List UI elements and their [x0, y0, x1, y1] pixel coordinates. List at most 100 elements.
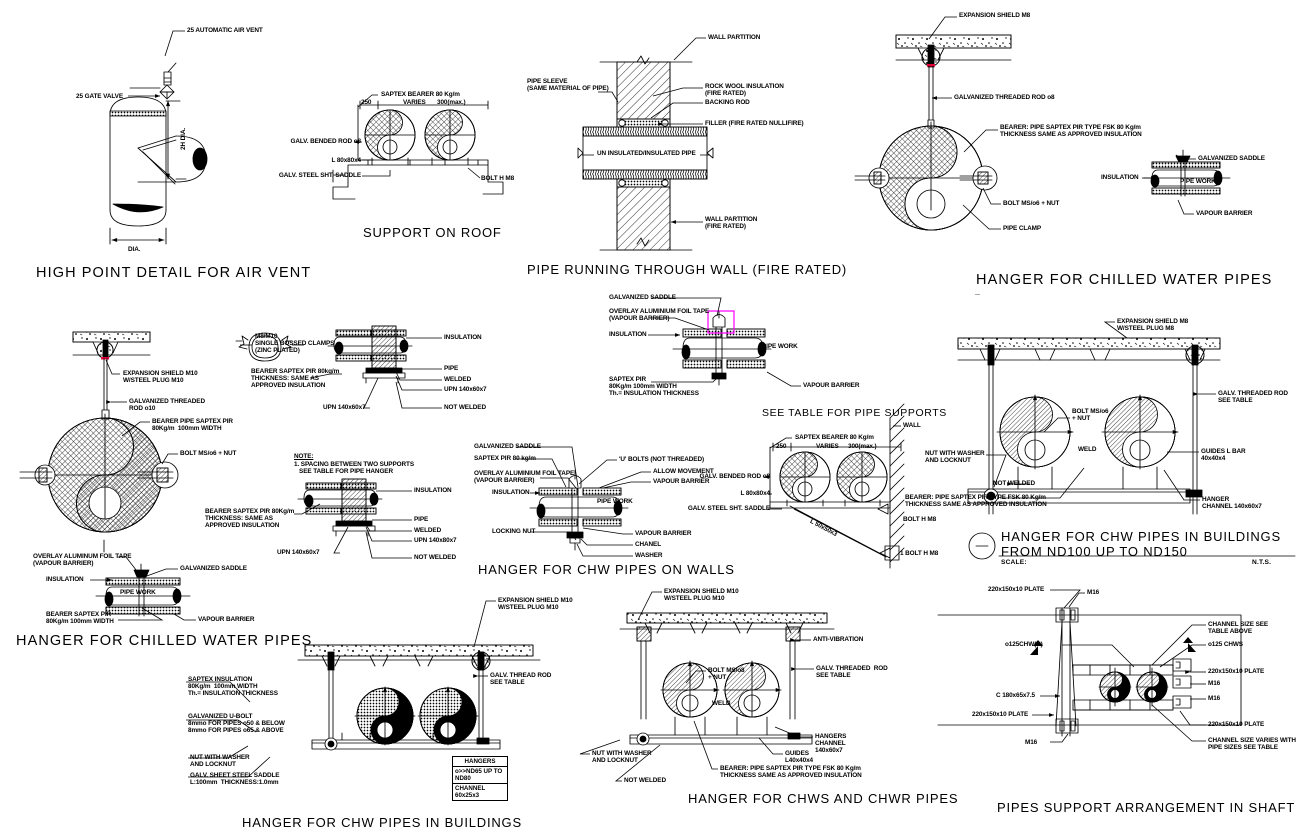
label-rock-wool-insulation: ROCK WOOL INSULATION (FIRE RATED) [705, 83, 784, 98]
label-vapour-barrier-walls-top: VAPOUR BARRIER [653, 478, 710, 485]
label-upn-140x80x7-lower: UPN 140x80x7 [414, 537, 457, 544]
label-m16-bl: M16 [1025, 739, 1038, 746]
detail-high-point-air-vent [109, 62, 208, 245]
label-saptex-bearer-wall: SAPTEX BEARER 80 Kg/m [795, 434, 874, 441]
title-hanger-chilled-water-left: HANGER FOR CHILLED WATER PIPES [16, 633, 313, 649]
label-bearer-pipe-saptex-top: BEARER: PIPE SAPTEX PIR TYPE FSK 80 Kg/m… [1000, 124, 1142, 139]
label-filler-nullifire: FILLER (FIRE RATED NULLIFIRE) [705, 120, 804, 127]
label-vapour-barrier-left: VAPOUR BARRIER [198, 616, 255, 623]
label-dim-250-wall: 250 [776, 443, 787, 450]
label-bearer-saptex-upper: BEARER SAPTEX PIR 80kg/m THICKNESS: SAME… [251, 368, 340, 390]
label-plate-220x150x10-r1: 220x150x10 PLATE [1208, 668, 1265, 675]
label-2h-dia: 2H DIA. [180, 127, 187, 150]
label-not-welded-nd: NOT WELDED [993, 480, 1035, 487]
label-channel-size-see-table-above: CHANNEL SIZE SEE TABLE ABOVE [1208, 621, 1269, 636]
label-angle-80x80x4-wall: L 80x80x4 [740, 490, 770, 497]
label-pipe-work-left: PIPE WORK [120, 589, 156, 596]
label-insulation-left: INSULATION [46, 576, 84, 583]
label-c180x65x7-5: C 180x65x7.5 [996, 692, 1035, 699]
label-guides-l-bar-nd: GUIDES L BAR 40x40x4 [1201, 448, 1246, 463]
label-gate-valve: 25 GATE VALVE [76, 93, 123, 100]
label-welded-upn-upper: WELDED [444, 376, 472, 383]
label-scale: SCALE: [1001, 559, 1027, 566]
detail-hanger-chw-nd100-nd150 [957, 337, 1296, 560]
detail-hanger-chilled-water-top [854, 34, 1231, 231]
label-galvanized-saddle-top: GALVANIZED SADDLE [1198, 155, 1265, 162]
label-saptex-bearer-roof: SAPTEX BEARER 80 Kg/m [381, 91, 460, 98]
label-pipe-work-top: PIPE WORK [1180, 178, 1216, 185]
title-hanger-chw-buildings-bottom: HANGER FOR CHW PIPES IN BUILDINGS [242, 815, 522, 830]
label-anti-vibration: ANTI-VIBRATION [813, 636, 864, 643]
label-dim-300max-roof: 300(max.) [437, 99, 466, 106]
label-bearer-pipe-saptex-left: BEARER PIPE SAPTEX PIR 80Kg/m 100mm WIDT… [152, 418, 233, 433]
detail-hanger-chw-buildings-bottom [297, 644, 541, 751]
label-m16-r1: M16 [1208, 680, 1221, 687]
label-backing-rod: BACKING ROD [705, 99, 750, 106]
label-automatic-air-vent: 25 AUTOMATIC AIR VENT [187, 27, 263, 34]
label-galvanized-saddle-left: GALVANIZED SADDLE [180, 565, 247, 572]
label-bolt-ms-o6-nut-top: BOLT MS/o6 + NUT [1003, 200, 1060, 207]
label-galvanized-u-bolt: GALVANIZED U-BOLT 8mmo FOR PIPES o50 & B… [188, 713, 285, 735]
label-washer: WASHER [635, 552, 663, 559]
label-vapour-barrier-top: VAPOUR BARRIER [1196, 210, 1253, 217]
label-upn-140x60x7-upper-right: UPN 140x60x7 [444, 386, 487, 393]
label-note-heading: NOTE: [294, 453, 314, 460]
label-locking-nut: LOCKING NUT [492, 528, 536, 535]
hangers-table-row-size: o>>ND65 UP TO ND80 [453, 767, 507, 784]
detail-upn-clamp-lower [297, 478, 383, 537]
title-hanger-chws-chwr: HANGER FOR CHWS AND CHWR PIPES [688, 791, 959, 806]
label-dim-varies-roof: VARIES [403, 99, 426, 106]
label-nts-value: N.T.S. [1252, 559, 1272, 566]
label-expansion-shield-m10-chws: EXPANSION SHIELD M10 W/STEEL PLUG M10 [664, 588, 739, 603]
detail-wall-bracket-support [769, 403, 905, 569]
label-bearer-saptex-pir-left: BEARER SAPTEX PIR 80Kg/m 100mm WIDTH [46, 611, 114, 626]
label-wall: WALL [903, 422, 921, 429]
label-expansion-shield-m8: EXPANSION SHIELD M8 [959, 12, 1031, 19]
label-single-bossed-clamps: M8/M10 SINGLE BOSSED CLAMPS (ZINC PLATED… [255, 333, 335, 355]
hangers-table-bottom: HANGERS o>>ND65 UP TO ND80 CHANNEL 60x25… [452, 756, 508, 801]
title-hanger-chw-on-walls: HANGER FOR CHW PIPES ON WALLS [478, 562, 735, 577]
label-bearer-pipe-saptex-nd: BEARER: PIPE SAPTEX PIR TYPE FSK 80 Kg/m… [905, 494, 1047, 509]
label-dim-250-roof: 250 [361, 99, 372, 106]
label-not-welded-upper: NOT WELDED [444, 404, 486, 411]
label-dim-300max-wall: 300(max.) [848, 443, 877, 450]
title-pipes-support-shaft: PIPES SUPPORT ARRANGEMENT IN SHAFT [997, 800, 1296, 815]
label-vapour-barrier-centre: VAPOUR BARRIER [803, 382, 860, 389]
label-galv-steel-saddle-roof: GALV. STEEL SHT. SADDLE [278, 172, 361, 179]
label-bolt-ms-o8-nut-chws: BOLT MS/o8 + NUT [708, 667, 745, 682]
label-galvanized-saddle-walls: GALVANIZED SADDLE [474, 443, 541, 450]
label-uninsulated-insulated-pipe: UN INSULATED/INSULATED PIPE [597, 150, 696, 157]
detail-hanger-chw-on-walls [529, 469, 629, 551]
detail-upn-clamp-upper [327, 325, 413, 384]
label-pipe-upn-upper: PIPE [444, 365, 459, 372]
label-galv-sheet-steel-saddle: GALV. SHEET STEEL SADDLE L:100mm THICKNE… [190, 772, 280, 787]
label-bearer-pipe-saptex-chws: BEARER: PIPE SAPTEX PIR TYPE FSK 80 Kg/m… [720, 765, 862, 780]
label-expansion-shield-m8-nd: EXPANSION SHIELD M8 W/STEEL PLUG M8 [1117, 318, 1189, 333]
label-plate-220x150x10-tl: 220x150x10 PLATE [988, 586, 1045, 593]
label-nut-washer-locknut-chws: NUT WITH WASHER AND LOCKNUT [592, 750, 652, 765]
label-wall-partition-top: WALL PARTITION [708, 34, 761, 41]
label-not-welded-chws: NOT WELDED [624, 777, 666, 784]
label-o125-chwr: o125CHW(R) [1005, 641, 1043, 648]
detail-support-on-roof [332, 100, 504, 200]
label-galv-bended-rod-wall: GALV. BENDED ROD o8 [699, 473, 770, 480]
label-hanger-channel-nd: HANGER CHANNEL 140x60x7 [1202, 496, 1262, 511]
detail-pipes-support-shaft [937, 607, 1242, 737]
title-hanger-chw-nd100-nd150: HANGER FOR CHW PIPES IN BUILDINGS FROM N… [1001, 529, 1281, 559]
label-bearer-saptex-lower: BEARER SAPTEX PIR 80Kg/m THICKNESS: SAME… [205, 508, 295, 530]
label-overlay-alu-foil-left: OVERLAY ALUMINUM FOIL TAPE (VAPOUR BARRI… [33, 553, 132, 568]
label-vapour-barrier-walls-bot: VAPOUR BARRIER [635, 530, 692, 537]
label-pipe-clamp: PIPE CLAMP [1003, 225, 1042, 232]
label-pipe-upn-lower: PIPE [414, 516, 429, 523]
label-u-bolts-not-threaded: 'U' BOLTS (NOT THREADED) [619, 456, 705, 463]
label-not-welded-lower: NOT WELDED [414, 554, 456, 561]
label-allow-movement: ALLOW MOVEMENT [653, 468, 714, 475]
label-weld-nd: WELD [1078, 446, 1097, 453]
label-bolt-ms-o6-nut-nd: BOLT MS/o6 + NUT [1072, 408, 1109, 423]
hangers-table-row-channel: CHANNEL 60x25x3 [455, 785, 486, 799]
hangers-table-header: HANGERS [453, 757, 507, 767]
label-galv-thread-rod-bottom: GALV. THREAD ROD SEE TABLE [490, 672, 552, 687]
label-bolt-ms-o6-nut-left: BOLT MS/o6 + NUT [180, 450, 237, 457]
